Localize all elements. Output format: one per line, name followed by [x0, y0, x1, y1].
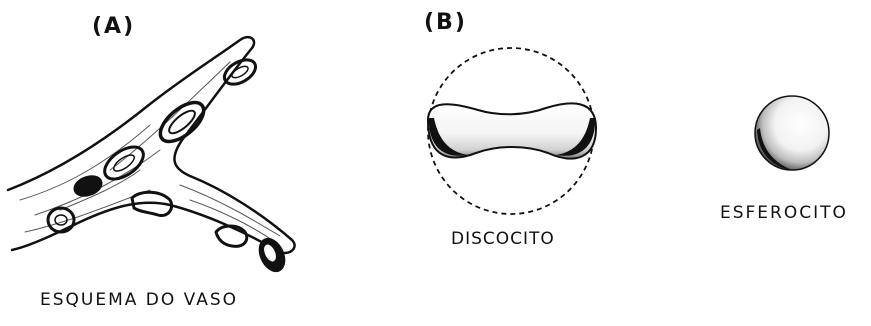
discocyte: [428, 48, 596, 214]
spherocyte: [755, 96, 829, 170]
spherocyte-body: [755, 96, 829, 170]
panel-b-label: (B): [424, 10, 467, 35]
discocyte-caption: DISCOCITO: [451, 229, 555, 249]
spherocyte-caption: ESFEROCITO: [720, 203, 848, 223]
vessel-outline: [8, 37, 295, 253]
panel-a-label: (A): [92, 14, 135, 39]
vessel-caption: ESQUEMA DO VASO: [40, 290, 238, 310]
vessel-diagram: [8, 37, 295, 275]
